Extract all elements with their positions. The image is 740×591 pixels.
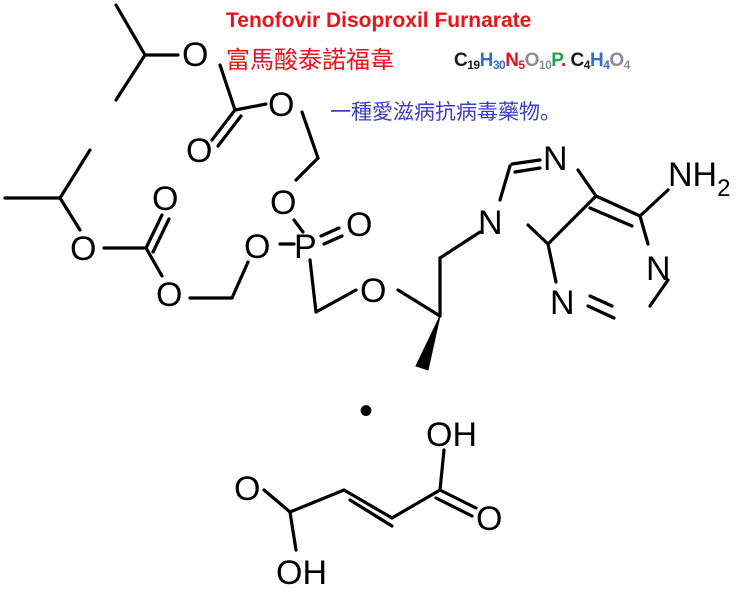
phosphonate-group: [278, 218, 442, 318]
atom-oxygen: O: [156, 276, 182, 314]
chiral-centre: [415, 230, 482, 371]
formula-element: N: [505, 50, 519, 71]
compound-description: 一種愛滋病抗病毒藥物。: [330, 100, 561, 124]
formula-element: H: [589, 50, 604, 71]
hydroxyl-group: OH: [276, 554, 327, 591]
stereo-wedge-bond: [415, 315, 441, 371]
atom-oxygen: O: [152, 180, 178, 218]
fumaric-acid: [262, 448, 478, 552]
formula-count: 4: [583, 58, 591, 72]
lower-isopropyl-group: [3, 148, 92, 232]
atom-oxygen: O: [186, 132, 212, 170]
lower-carbonate-group: [102, 213, 250, 300]
atom-nitrogen: N: [543, 140, 568, 178]
adenine-ring: [498, 158, 670, 320]
atom-oxygen: O: [270, 184, 296, 222]
formula-count: 30: [492, 58, 506, 72]
atom-oxygen: O: [476, 500, 502, 538]
upper-isopropyl-group: [114, 3, 180, 102]
atom-oxygen: O: [360, 272, 386, 310]
formula-count: 4: [603, 58, 610, 72]
atom-nitrogen: N: [478, 204, 503, 242]
atom-oxygen: O: [268, 86, 294, 124]
atom-oxygen: O: [244, 228, 270, 266]
atom-nitrogen: N: [646, 250, 671, 288]
molecular-formula: C19H30N5O10P. C4H4O4: [454, 50, 630, 72]
atom-nitrogen: N: [550, 284, 575, 322]
formula-count: 10: [538, 58, 552, 72]
compound-name-chinese: 富馬酸泰諾福韋: [226, 46, 394, 74]
atom-oxygen: O: [234, 470, 260, 508]
amine-group: NH2: [668, 156, 730, 202]
formula-element: C: [570, 50, 585, 71]
formula-element: C: [454, 50, 468, 71]
formula-element: .: [560, 50, 571, 71]
formula-element: O: [609, 50, 624, 71]
formula-count: 4: [623, 58, 631, 72]
formula-count: 5: [518, 58, 525, 72]
hydroxyl-group: OH: [426, 416, 477, 454]
compound-name-english: Tenofovir Disoproxil Furnarate: [226, 9, 532, 32]
formula-count: 19: [467, 58, 480, 72]
formula-element: H: [479, 50, 494, 71]
upper-carbonate-group: [210, 63, 320, 182]
atom-phosphorus: P: [294, 228, 317, 266]
atom-oxygen: O: [70, 230, 96, 268]
atom-oxygen: O: [182, 36, 208, 74]
formula-element: O: [524, 50, 540, 71]
formula-element: P: [551, 50, 561, 71]
salt-separator-dot: •: [359, 389, 373, 433]
atom-oxygen: O: [346, 206, 372, 244]
